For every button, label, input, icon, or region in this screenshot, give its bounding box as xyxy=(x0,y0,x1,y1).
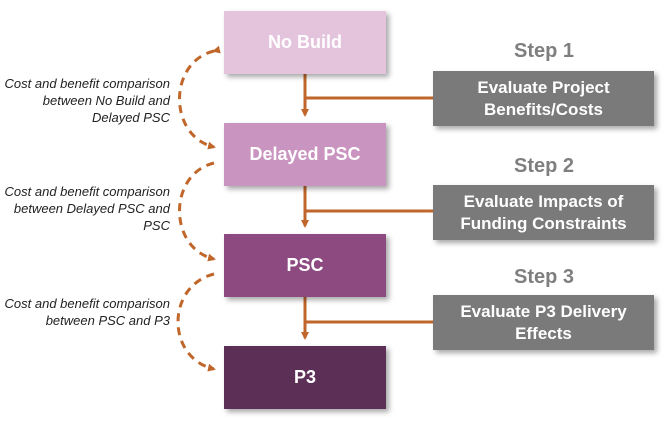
step-3-label: Step 3 xyxy=(513,266,575,288)
comparison-note-2: Cost and benefit comparison between Dela… xyxy=(4,184,170,233)
stage-p3: P3 xyxy=(224,346,386,409)
comparison-note-1: Cost and benefit comparison between No B… xyxy=(4,76,170,125)
step-2-box: Evaluate Impacts of Funding Constraints xyxy=(433,185,654,240)
step-1-label: Step 1 xyxy=(513,40,575,62)
stage-delayed-psc: Delayed PSC xyxy=(224,123,386,186)
comparison-arc-3 xyxy=(176,272,216,372)
stage-no-build: No Build xyxy=(224,11,386,74)
comparison-arc-2 xyxy=(178,161,216,262)
comparison-note-3: Cost and benefit comparison between PSC … xyxy=(4,296,170,328)
stage-psc: PSC xyxy=(224,234,386,297)
step-1-box: Evaluate Project Benefits/Costs xyxy=(433,71,654,126)
step-3-box: Evaluate P3 Delivery Effects xyxy=(433,295,654,350)
comparison-arc-1 xyxy=(178,45,221,150)
step-2-label: Step 2 xyxy=(513,155,575,177)
